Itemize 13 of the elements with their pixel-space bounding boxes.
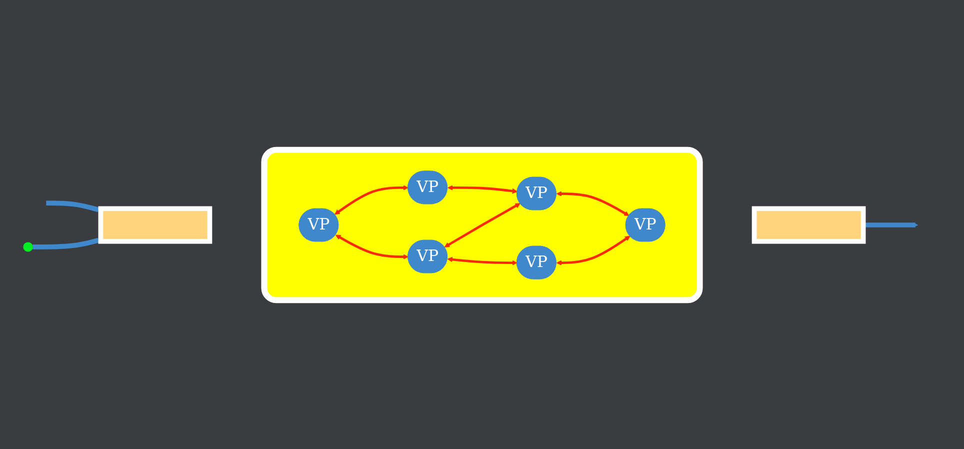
node-bar xyxy=(752,206,866,244)
arrow xyxy=(444,202,520,247)
arrow xyxy=(447,256,518,265)
arrow xyxy=(556,235,630,265)
arrow xyxy=(32,237,101,249)
node-circle xyxy=(23,242,33,252)
arrow xyxy=(46,200,101,212)
cluster xyxy=(261,146,703,303)
arrow xyxy=(447,184,518,194)
node-bar xyxy=(98,206,212,244)
arrow xyxy=(335,234,408,259)
arrow xyxy=(556,190,630,216)
arrow xyxy=(334,184,408,214)
